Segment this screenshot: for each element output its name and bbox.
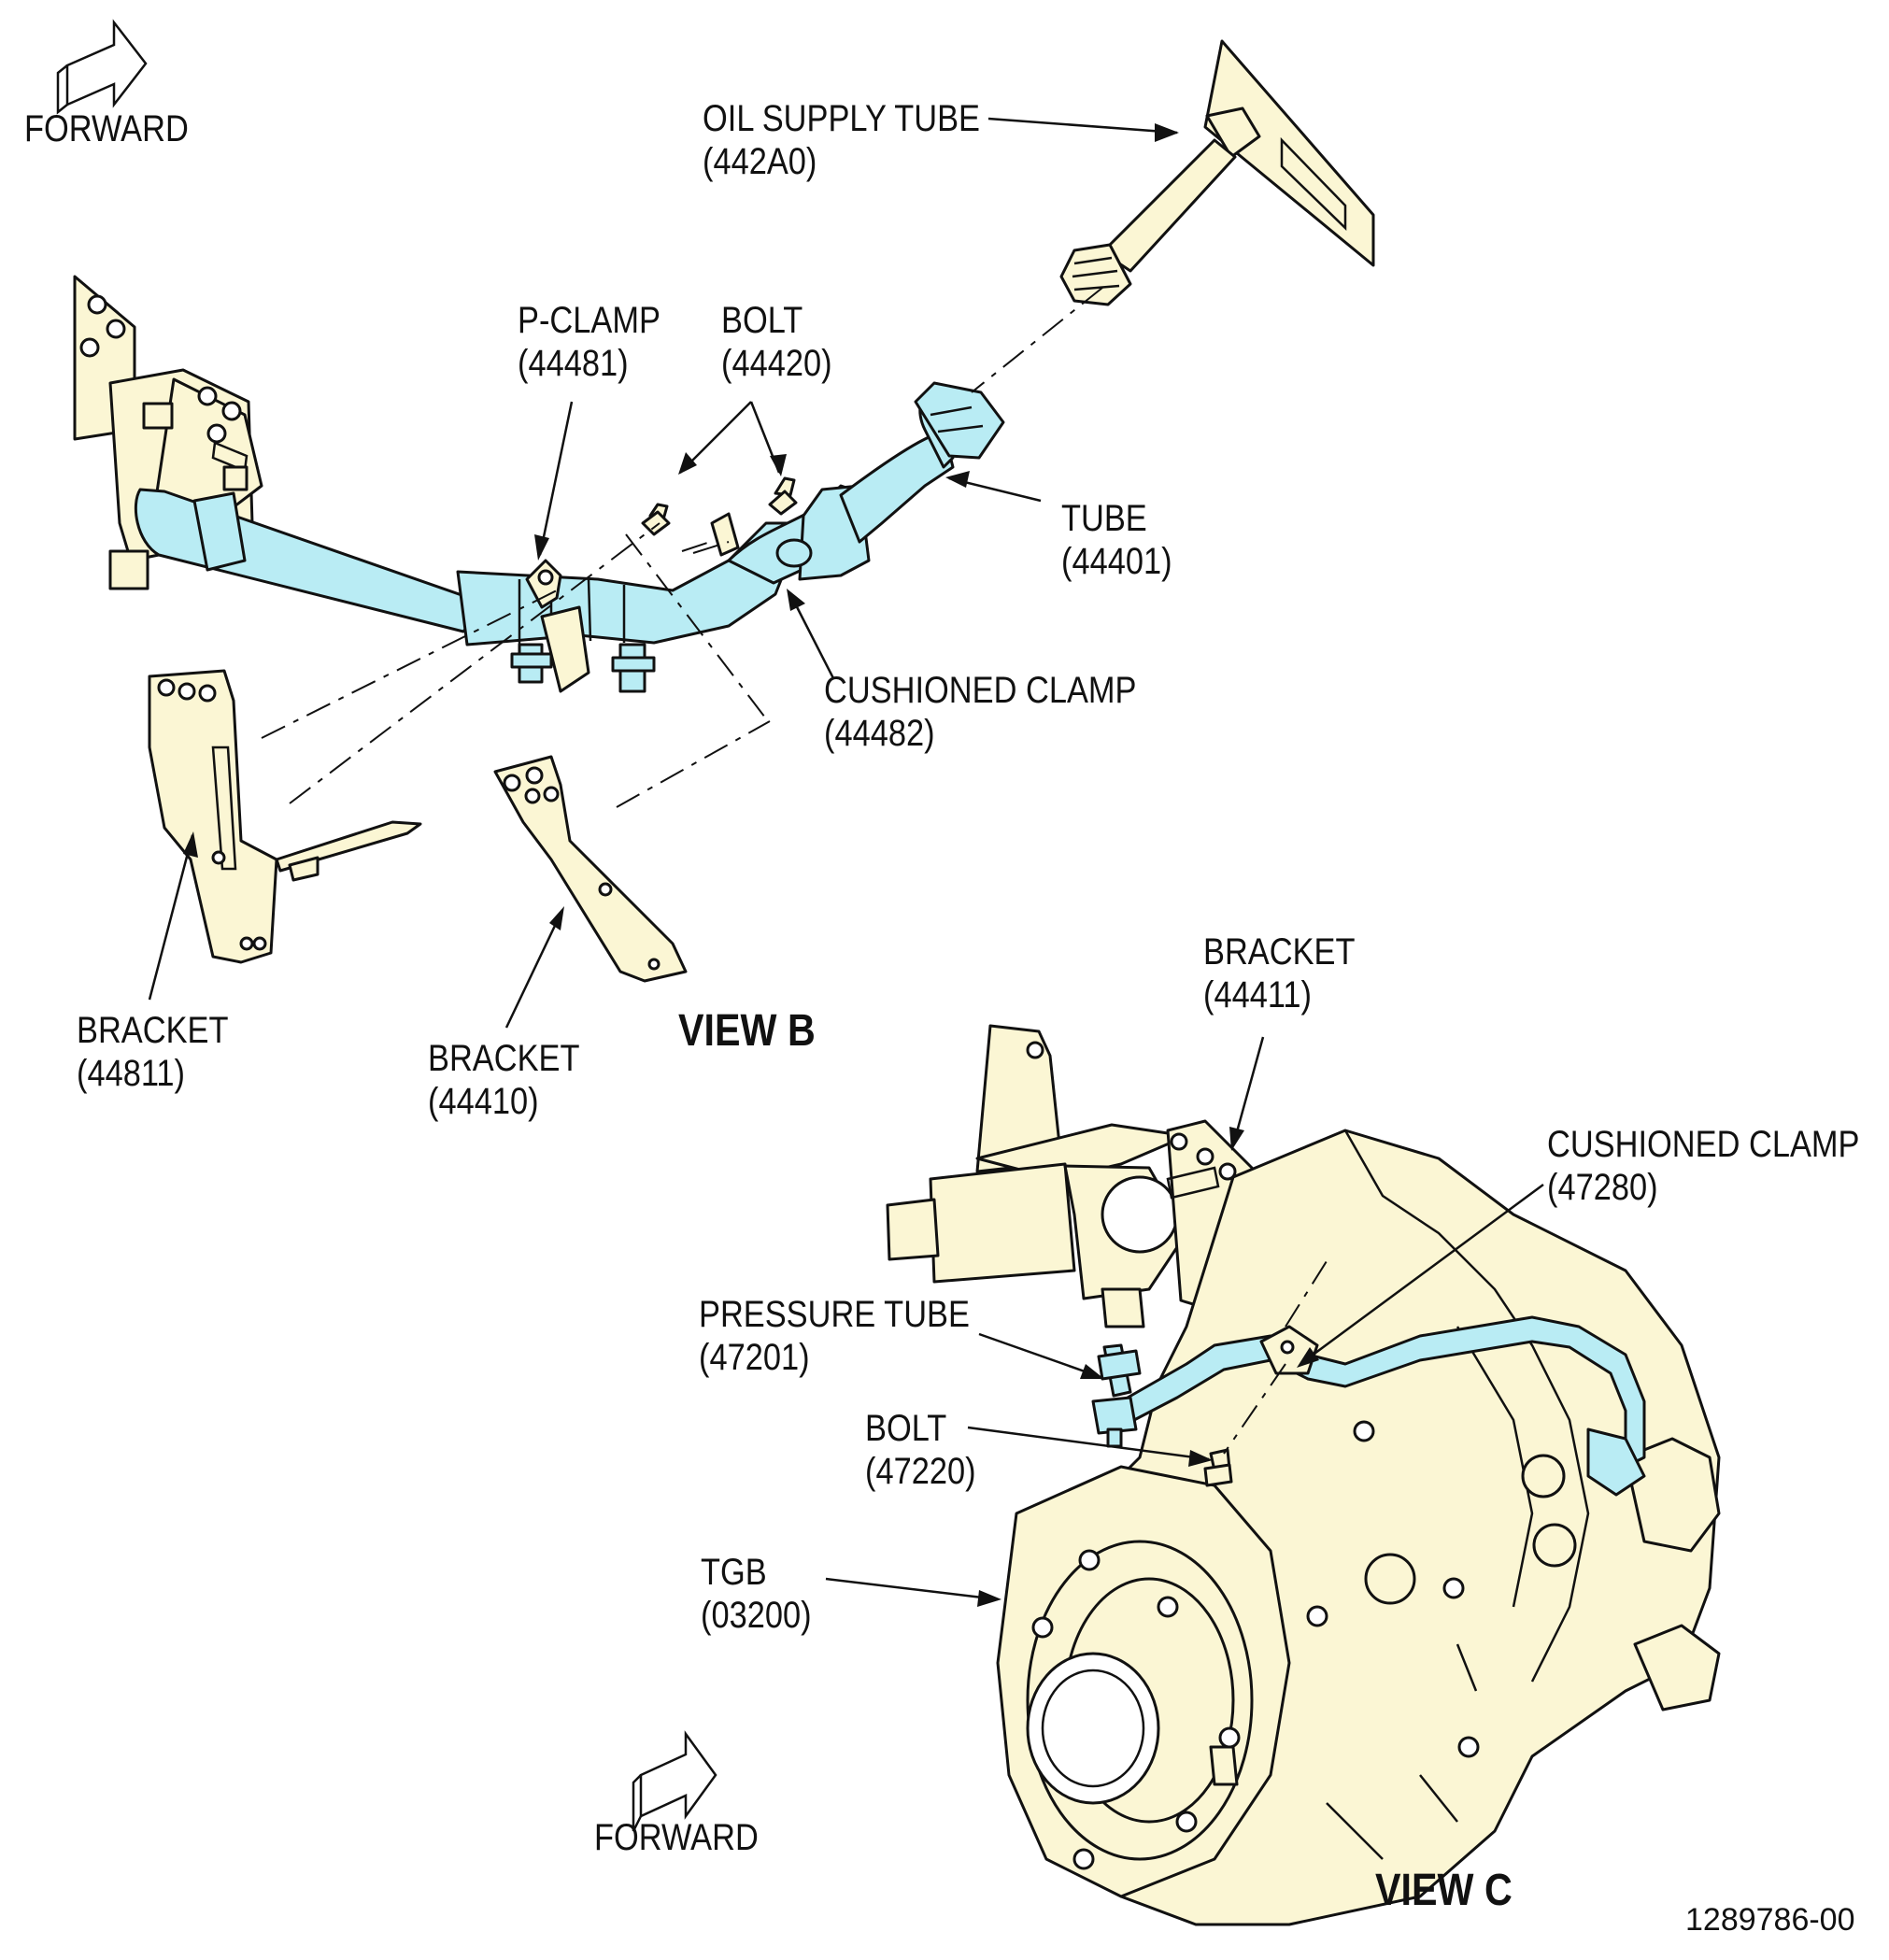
callout-bracket-44811-name: BRACKET <box>77 1010 229 1051</box>
bolt-44420-part <box>641 476 798 536</box>
callout-tube-name: TUBE <box>1061 498 1147 539</box>
callout-bolt-47220-name: BOLT <box>865 1408 947 1449</box>
callout-bolt-44420-number: (44420) <box>721 343 832 384</box>
p-clamp-part <box>525 559 590 693</box>
callout-p-clamp-name: P-CLAMP <box>518 300 660 341</box>
view-b-leader-lines <box>148 117 1179 1029</box>
bracket-44811-part <box>148 669 422 964</box>
callout-tgb-number: (03200) <box>701 1595 812 1636</box>
callout-oil-supply-tube-name: OIL SUPPLY TUBE <box>703 98 980 139</box>
forward-arrow-icon <box>632 1730 717 1832</box>
callout-oil-supply-tube-number: (442A0) <box>703 141 817 182</box>
callout-bolt-44420-name: BOLT <box>721 300 803 341</box>
cushioned-clamp-44482-part <box>710 512 740 557</box>
callout-tgb-name: TGB <box>701 1552 767 1593</box>
callout-bracket-44411-number: (44411) <box>1203 974 1313 1016</box>
callout-cushioned-clamp-47280-number: (47280) <box>1547 1167 1658 1208</box>
callout-bracket-44410-number: (44410) <box>428 1081 539 1122</box>
forward-label-bottom: FORWARD <box>594 1817 759 1858</box>
callout-cushioned-clamp-44482-name: CUSHIONED CLAMP <box>824 670 1137 711</box>
callout-bolt-47220-number: (47220) <box>865 1451 976 1492</box>
callout-p-clamp-number: (44481) <box>518 343 629 384</box>
bolt-47220-part <box>1203 1448 1233 1487</box>
callout-cushioned-clamp-47280-name: CUSHIONED CLAMP <box>1547 1124 1860 1165</box>
view-c-title: VIEW C <box>1375 1866 1513 1915</box>
drawing-number: 1289786-00 <box>1685 1902 1855 1938</box>
callout-bracket-44411-name: BRACKET <box>1203 931 1356 973</box>
callout-pressure-tube-name: PRESSURE TUBE <box>699 1294 970 1335</box>
callout-pressure-tube-number: (47201) <box>699 1337 810 1378</box>
view-c-leader-lines <box>825 1036 1544 1607</box>
bracket-44410-part <box>493 755 688 983</box>
callout-bracket-44811-number: (44811) <box>77 1053 186 1094</box>
callout-bracket-44410-name: BRACKET <box>428 1038 580 1079</box>
forward-label: FORWARD <box>24 108 189 149</box>
callout-tube-number: (44401) <box>1061 541 1172 582</box>
forward-arrow-icon <box>56 19 148 115</box>
callout-cushioned-clamp-44482-number: (44482) <box>824 713 935 754</box>
view-b-title: VIEW B <box>678 1006 816 1056</box>
tube-assembly-part <box>134 381 1005 693</box>
oil-supply-tube-part <box>1059 39 1375 306</box>
